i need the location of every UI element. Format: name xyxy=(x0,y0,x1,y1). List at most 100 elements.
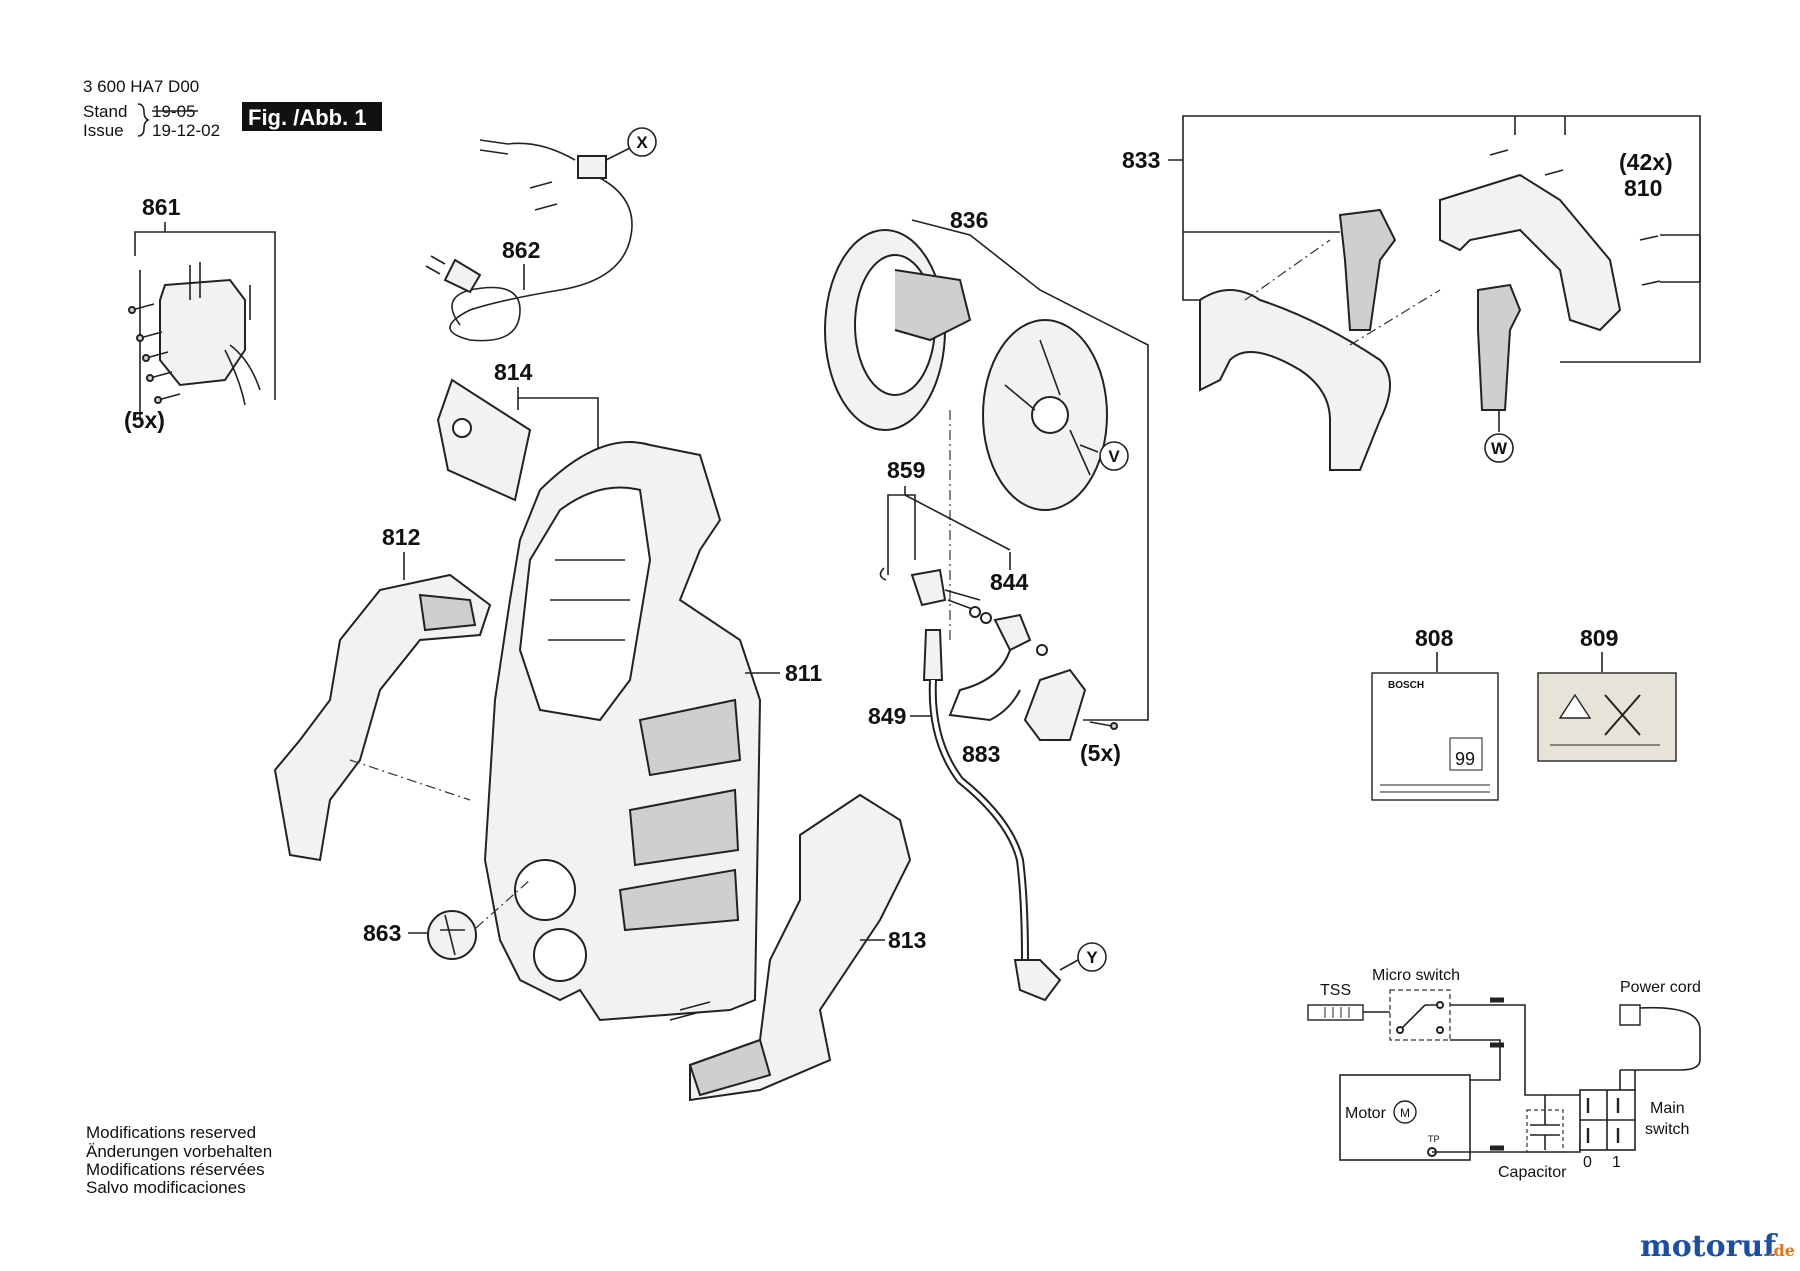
wiring-tss-label: TSS xyxy=(1320,982,1351,999)
screws-861 xyxy=(128,303,181,404)
rear-cover-813 xyxy=(689,793,912,1102)
cord-plug xyxy=(443,258,482,294)
marker-v xyxy=(1099,441,1129,471)
leader-814 xyxy=(517,387,599,455)
fig-label: Fig. /Abb. 1 xyxy=(248,105,367,130)
handle-screws-side xyxy=(1639,235,1661,286)
footer-line-1: Modifications reserved xyxy=(86,1123,256,1142)
hose-849-elbow xyxy=(1013,959,1062,1002)
cord-leads xyxy=(479,139,576,161)
part-number-811: 811 xyxy=(785,660,822,686)
leader-861-sides xyxy=(139,262,276,420)
motor-symbol-icon xyxy=(1393,1100,1417,1124)
wiring-capacitor-label: Capacitor xyxy=(1498,1164,1567,1181)
wiring-pos0-label: 0 xyxy=(1583,1154,1592,1171)
quantity-861: (5x) xyxy=(124,407,165,433)
part-number-814: 814 xyxy=(494,359,533,385)
part-862-group: X 862 xyxy=(425,127,657,342)
footer-line-2: Änderungen vorbehalten xyxy=(86,1142,272,1161)
wiring-motor-label: Motor xyxy=(1345,1105,1387,1122)
bracket-861-wires xyxy=(224,344,261,406)
part-836-group: 836 V xyxy=(824,207,1149,721)
cord-screws xyxy=(529,181,558,211)
part-863-group: 863 xyxy=(363,879,531,960)
leader-v xyxy=(1079,444,1099,453)
part-859-group: 859 xyxy=(879,457,1011,611)
handle-clamp-left xyxy=(1338,208,1397,331)
housing-port-upper xyxy=(514,859,576,921)
leader-833 xyxy=(1168,115,1701,363)
part-808-group: 808 BOSCH 99 xyxy=(1371,625,1499,801)
part-844-group: 844 xyxy=(969,552,1048,656)
micro-switch-node-1 xyxy=(1396,1026,1404,1034)
part-number-861: 861 xyxy=(142,194,181,220)
part-809-group: 809 xyxy=(1537,625,1677,762)
logo-label-814 xyxy=(436,378,532,502)
micro-switch xyxy=(1389,989,1451,1041)
quantity-883: (5x) xyxy=(1080,740,1121,766)
marker-y-label: Y xyxy=(1086,948,1098,967)
capacitor-outline xyxy=(1526,1109,1564,1153)
part-811-group: 811 xyxy=(483,441,822,1022)
leader-861 xyxy=(134,222,276,262)
issue-label: Issue xyxy=(83,121,124,140)
main-switch-feed xyxy=(1619,1070,1636,1090)
screw-883-head xyxy=(1110,722,1118,730)
part-861-group: 861 (5x) xyxy=(124,194,276,433)
micro-switch-node-2 xyxy=(1436,1001,1444,1009)
rating-label-code: 99 xyxy=(1455,749,1475,769)
leader-836 xyxy=(911,219,1149,721)
handle-grip-833 xyxy=(1199,289,1391,471)
rating-label-text-lines xyxy=(1380,784,1490,793)
rear-cover-pins xyxy=(669,1001,711,1021)
wiring-connections xyxy=(1363,1004,1581,1153)
stand-label: Stand xyxy=(83,102,127,121)
leader-x xyxy=(605,147,631,161)
marker-y xyxy=(1077,942,1107,972)
part-813-group: 813 xyxy=(669,793,926,1102)
rating-label-brand: BOSCH xyxy=(1388,680,1424,691)
reel-drum-core xyxy=(894,269,972,342)
cap-863 xyxy=(427,910,477,960)
wiring-micro-switch-label: Micro switch xyxy=(1372,967,1460,984)
hose-849 xyxy=(928,679,1029,961)
part-833-group: 833 W (42x) 810 xyxy=(1122,115,1701,471)
part-number-833: 833 xyxy=(1122,147,1160,173)
handle-clamp-right xyxy=(1477,283,1522,411)
assembly-lines-833 xyxy=(1244,239,1441,346)
bracket-883 xyxy=(1023,668,1087,741)
footer-line-3: Modifications réservées xyxy=(86,1160,265,1179)
hose-849-nut xyxy=(922,629,944,681)
bracket-861-rods xyxy=(189,262,251,320)
tss-sensor xyxy=(1307,1004,1364,1021)
wiring-main-label: Main xyxy=(1650,1100,1685,1117)
handle-screws-top xyxy=(1489,149,1564,176)
housing-front-panel xyxy=(518,486,652,722)
rating-label-code-box xyxy=(1449,737,1483,771)
wiring-motor-symbol: M xyxy=(1400,1106,1410,1120)
fitting-859 xyxy=(910,568,947,607)
reel-hub xyxy=(1031,396,1069,434)
rear-cover-foot xyxy=(688,1038,772,1097)
doc-number: 3 600 HA7 D00 xyxy=(83,77,199,96)
issue-value: 19-12-02 xyxy=(152,121,220,140)
part-number-836: 836 xyxy=(950,207,988,233)
wiring-power-cord-label: Power cord xyxy=(1620,979,1701,996)
pipe-883 xyxy=(948,649,1021,722)
logo-label-emblem xyxy=(452,418,472,438)
part-849-group: 849 Y xyxy=(868,629,1107,1002)
reel-front-spokes xyxy=(1004,339,1091,476)
part-number-849: 849 xyxy=(868,703,906,729)
power-plug-icon xyxy=(1619,1004,1641,1026)
part-883-group: 883 (5x) xyxy=(948,649,1121,767)
cord-connector-block xyxy=(577,155,607,179)
wiring-terminals xyxy=(1490,997,1504,1151)
assembly-line-863 xyxy=(475,879,531,929)
part-number-813: 813 xyxy=(888,927,926,953)
quantity-810: (42x) xyxy=(1619,149,1673,175)
part-number-810: 810 xyxy=(1624,175,1662,201)
handle-frame-833 xyxy=(1439,173,1622,332)
marker-x-label: X xyxy=(636,133,648,152)
leader-859 xyxy=(887,486,1011,575)
